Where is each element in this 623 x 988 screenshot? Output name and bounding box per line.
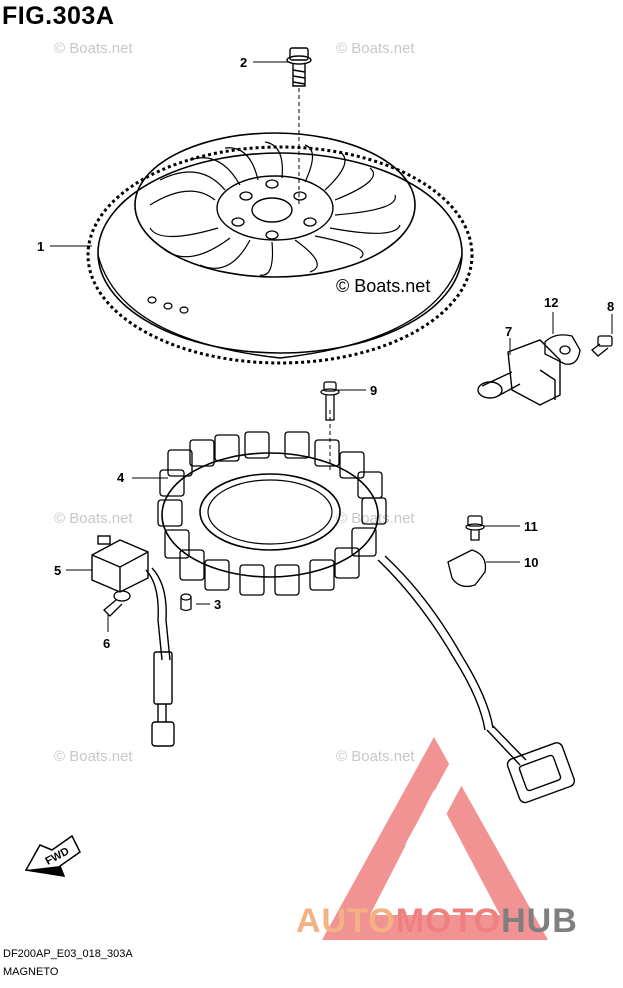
stator-wire-harness (377, 555, 576, 804)
fwd-arrow-icon: FWD (24, 834, 81, 877)
callout-numbers: 1 2 3 4 5 6 7 8 9 10 11 12 (37, 55, 614, 651)
figure-subtitle: MAGNETO (3, 966, 59, 978)
watermark: © Boats.net (54, 510, 133, 527)
callout-10: 10 (524, 555, 538, 570)
callout-12: 12 (544, 295, 558, 310)
watermark: © Boats.net (336, 510, 415, 527)
harness-clamp (447, 549, 487, 588)
callout-11: 11 (524, 519, 538, 534)
figure-title: FIG.303A (2, 2, 115, 30)
callout-3: 3 (214, 597, 221, 612)
stator (157, 410, 387, 596)
pulser-screw (103, 590, 131, 617)
callout-7: 7 (505, 324, 512, 339)
triangle-logo (322, 737, 548, 940)
figure-code: DF200AP_E03_018_303A (3, 948, 133, 960)
callout-1: 1 (37, 239, 44, 254)
callout-5: 5 (54, 563, 61, 578)
watermark: © Boats.net (336, 748, 415, 765)
dowel-pin (180, 593, 192, 612)
leader-lines (50, 61, 613, 632)
callout-2: 2 (240, 55, 247, 70)
pulser-coil (91, 535, 175, 747)
callout-8: 8 (607, 299, 614, 314)
brand-part-auto: AUTO (296, 902, 396, 940)
sensor-clamp (544, 334, 581, 365)
callout-9: 9 (370, 383, 377, 398)
flywheel (86, 132, 474, 365)
watermark: © Boats.net (54, 748, 133, 765)
brand-part-moto: MOTO (395, 902, 502, 940)
brand-wordmark: AUTOMOTOHUB (296, 902, 578, 941)
watermark: © Boats.net (336, 276, 431, 296)
crank-position-sensor (477, 339, 561, 406)
watermark: © Boats.net (336, 40, 415, 57)
callout-6: 6 (103, 636, 110, 651)
callout-4: 4 (117, 470, 125, 485)
brand-part-hub: HUB (501, 902, 578, 940)
watermark: © Boats.net (54, 40, 133, 57)
stator-bolt (320, 381, 340, 421)
clamp-bolt (465, 515, 485, 541)
sensor-bolt (591, 335, 613, 357)
flywheel-bolt (286, 47, 312, 205)
